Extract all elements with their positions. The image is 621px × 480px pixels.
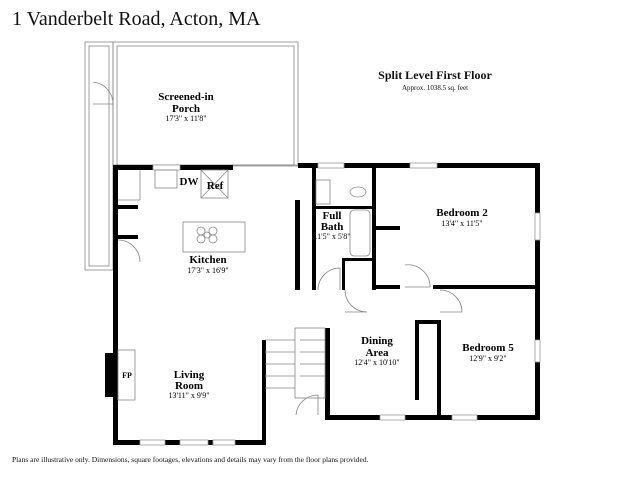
- floor-title: Split Level First Floor: [378, 68, 492, 82]
- listing-title: 1 Vanderbelt Road, Acton, MA: [12, 8, 261, 30]
- porch-label: Screened-in: [158, 91, 213, 103]
- dining-label: Dining: [361, 335, 393, 347]
- kitchen-dims: 17'3" x 16'9": [187, 266, 228, 275]
- bedroom-2-dims: 13'4" x 11'5": [441, 219, 482, 228]
- bedroom-5-dims: 12'9" x 9'2": [469, 354, 506, 363]
- room-labels: Screened-in Porch 17'3" x 11'8" Kitchen …: [122, 91, 514, 400]
- bedroom-5-label: Bedroom 5: [462, 342, 514, 354]
- bedroom-2-label: Bedroom 2: [436, 207, 488, 219]
- fireplace-label: FP: [122, 371, 132, 380]
- living-label-2: Room: [175, 380, 203, 392]
- bath-dims: 11'5" x 5'8": [313, 232, 350, 241]
- windows: [139, 162, 541, 446]
- living-label: Living: [174, 369, 205, 381]
- bath-label: Full: [323, 210, 342, 222]
- dishwasher-label: DW: [180, 176, 199, 188]
- dining-label-2: Area: [365, 347, 389, 359]
- dining-dims: 12'4" x 10'10": [354, 358, 399, 367]
- fixtures: [117, 169, 463, 416]
- floor-area: Approx. 1038.5 sq. feet: [401, 84, 469, 92]
- kitchen-label: Kitchen: [189, 254, 226, 266]
- porch-label-2: Porch: [172, 103, 200, 115]
- refrigerator-label: Ref: [207, 180, 224, 192]
- porch-dims: 17'3" x 11'8": [165, 114, 206, 123]
- bath-label-2: Bath: [321, 221, 344, 233]
- living-dims: 13'11" x 9'9": [168, 391, 209, 400]
- walls: [105, 163, 540, 445]
- disclaimer: Plans are illustrative only. Dimensions,…: [12, 455, 369, 464]
